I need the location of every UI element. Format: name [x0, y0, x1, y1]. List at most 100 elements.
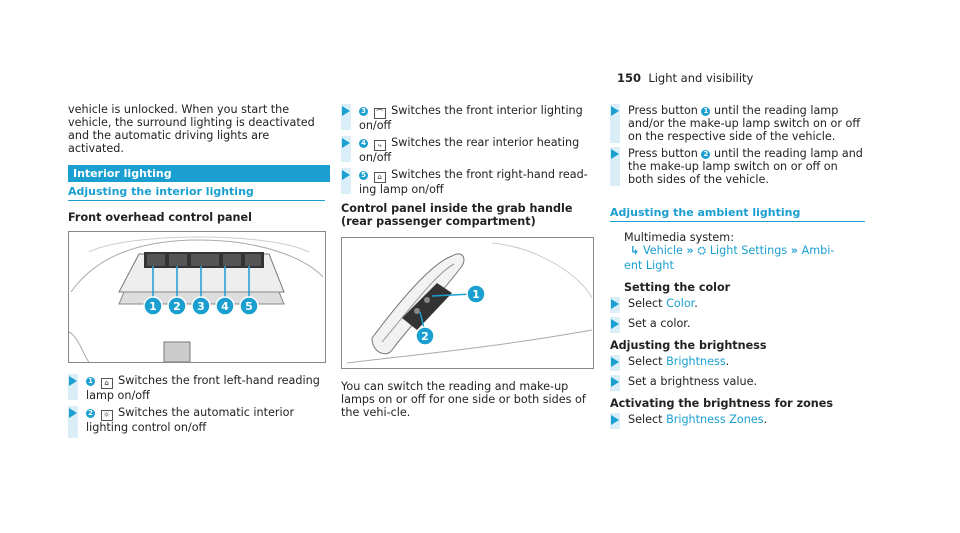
- step-item: 1 ⌂ Switches the front left-hand reading…: [68, 374, 325, 402]
- subheading-ambient: Adjusting the ambient lighting: [610, 206, 865, 222]
- step-description: Set a color.: [628, 317, 691, 330]
- callout-2: 2: [167, 296, 187, 316]
- intro-text: vehicle is unlocked. When you start the …: [68, 103, 315, 155]
- step-arrow-icon: [342, 138, 350, 148]
- step-pre: Press button: [628, 147, 698, 160]
- step-item: Press button 2 until the reading lamp an…: [610, 147, 865, 186]
- reading-lamp-icon: ⌂: [100, 378, 113, 389]
- step-arrow-icon: [611, 319, 619, 329]
- step-bar: [341, 136, 351, 162]
- double-chevron-icon: »: [686, 244, 694, 257]
- overhead-panel-illustration: 1 2 3 4 5: [69, 236, 324, 362]
- step-text: 5 ⌂ Switches the front right-hand read-i…: [351, 168, 594, 196]
- color-link[interactable]: Color: [666, 297, 695, 310]
- step-text: 1 ⌂ Switches the front left-hand reading…: [78, 374, 325, 402]
- step-bar: [341, 168, 351, 194]
- brightness-link[interactable]: Brightness: [666, 355, 726, 368]
- interior-light-icon: ⌒: [373, 108, 386, 119]
- callout-2: 2: [415, 326, 435, 346]
- step-description: Switches the rear interior heating on/of…: [359, 136, 580, 164]
- light-settings-icon: ⛭: [697, 244, 707, 257]
- step-description: Switches the front interior lighting on/…: [359, 104, 583, 132]
- step-description: Switches the front left-hand reading lam…: [86, 374, 320, 402]
- nav-ambient-light-part1[interactable]: Ambi-: [801, 244, 835, 257]
- step-number-badge: 3: [359, 107, 368, 116]
- svg-text:1: 1: [472, 288, 480, 301]
- step-number-badge: 5: [359, 171, 368, 180]
- step-text: Select Brightness Zones.: [620, 413, 767, 429]
- step-description: Switches the automatic interior lighting…: [86, 406, 295, 434]
- step-pre: Select: [628, 413, 663, 426]
- step-item: Select Brightness Zones.: [610, 413, 865, 429]
- step-arrow-icon: [611, 357, 619, 367]
- figure-title-grab-handle: Control panel inside the grab handle (re…: [341, 202, 573, 228]
- step-number-badge: 1: [86, 377, 95, 386]
- step-description: until the reading lamp and/or the make-u…: [628, 104, 861, 143]
- auto-lighting-icon: ☼: [100, 410, 113, 421]
- step-item: 3 ⌒ Switches the front interior lighting…: [341, 104, 594, 132]
- figure-title-front-panel: Front overhead control panel: [68, 211, 252, 224]
- svg-text:1: 1: [149, 300, 157, 313]
- step-text: 4 ⤷ Switches the rear interior heating o…: [351, 136, 594, 164]
- brightness-zones-link[interactable]: Brightness Zones: [666, 413, 764, 426]
- step-number-badge: 2: [701, 150, 711, 159]
- step-arrow-icon: [342, 106, 350, 116]
- step-pre: Select: [628, 297, 663, 310]
- step-item: Select Brightness.: [610, 355, 865, 371]
- callout-1: 1: [143, 296, 163, 316]
- nav-light-settings[interactable]: Light Settings: [709, 244, 788, 257]
- step-bar: [68, 374, 78, 400]
- figure-front-overhead-panel: 1 2 3 4 5: [68, 231, 326, 363]
- svg-text:3: 3: [197, 300, 205, 313]
- step-description: Set a brightness value.: [628, 375, 758, 388]
- return-arrow-icon: ↳: [630, 244, 640, 257]
- step-post: .: [725, 355, 730, 368]
- step-arrow-icon: [69, 376, 77, 386]
- step-arrow-icon: [611, 106, 619, 116]
- step-pre: Select: [628, 355, 663, 368]
- step-number-badge: 4: [359, 139, 368, 148]
- step-pre: Press button: [628, 104, 698, 117]
- svg-text:2: 2: [421, 330, 429, 343]
- step-arrow-icon: [611, 377, 619, 387]
- page-header: 150 Light and visibility: [617, 72, 753, 85]
- step-item: Set a brightness value.: [610, 375, 865, 391]
- step-bar: [610, 317, 620, 333]
- heading-zones: Activating the brightness for zones: [610, 397, 833, 410]
- svg-text:5: 5: [245, 300, 253, 313]
- step-bar: [610, 355, 620, 371]
- step-bar: [610, 413, 620, 429]
- step-text: Select Color.: [620, 297, 698, 313]
- step-post: .: [763, 413, 768, 426]
- step-text: 3 ⌒ Switches the front interior lighting…: [351, 104, 594, 132]
- svg-text:2: 2: [173, 300, 181, 313]
- grab-handle-illustration: 1 2: [346, 242, 593, 364]
- heading-brightness: Adjusting the brightness: [610, 339, 767, 352]
- step-bar: [610, 375, 620, 391]
- step-item: 5 ⌂ Switches the front right-hand read-i…: [341, 168, 594, 196]
- callout-1: 1: [466, 284, 486, 304]
- reading-lamp-icon: ⌂: [373, 172, 386, 183]
- body-text: You can switch the reading and make-up l…: [341, 380, 586, 419]
- step-item: 2 ☼ Switches the automatic interior ligh…: [68, 406, 325, 438]
- svg-text:4: 4: [221, 300, 229, 313]
- step-text: 2 ☼ Switches the automatic interior ligh…: [78, 406, 325, 438]
- step-arrow-icon: [69, 408, 77, 418]
- step-item: Select Color.: [610, 297, 865, 313]
- step-item: Press button 1 until the reading lamp an…: [610, 104, 865, 143]
- step-bar: [610, 104, 620, 143]
- subheading-adjusting-interior: Adjusting the interior lighting: [68, 185, 325, 201]
- step-text: Select Brightness.: [620, 355, 729, 371]
- step-number-badge: 2: [86, 409, 95, 418]
- step-post: .: [694, 297, 698, 310]
- heading-setting-color: Setting the color: [624, 281, 731, 294]
- step-arrow-icon: [611, 299, 619, 309]
- step-number-badge: 1: [701, 107, 711, 116]
- section-bar-interior-lighting: Interior lighting: [68, 165, 330, 182]
- step-text: Press button 2 until the reading lamp an…: [620, 147, 865, 186]
- page-number: 150: [617, 71, 642, 85]
- nav-vehicle[interactable]: Vehicle: [642, 244, 683, 257]
- step-bar: [610, 147, 620, 186]
- nav-ambient-light-part2[interactable]: ent Light: [624, 259, 674, 272]
- callout-5: 5: [239, 296, 259, 316]
